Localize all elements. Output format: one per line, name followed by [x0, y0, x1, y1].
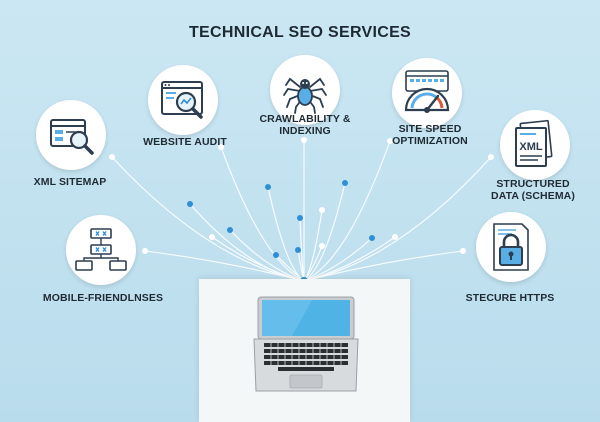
- node-dot: [265, 184, 271, 190]
- audit-magnifier-icon: [161, 81, 203, 119]
- service-secure-https-circle[interactable]: [476, 212, 546, 282]
- connector-line: [303, 182, 346, 282]
- node-dot: [297, 215, 303, 221]
- node-dot: [273, 252, 279, 258]
- service-site-speed-label: SITE SPEED OPTIMIZATION: [392, 123, 468, 147]
- connector-line: [303, 236, 396, 282]
- endpoint-dot: [301, 137, 307, 143]
- service-structured-data-circle[interactable]: XML: [500, 110, 570, 180]
- connector-line: [144, 250, 305, 282]
- spider-icon: [283, 77, 327, 114]
- connector-line: [303, 250, 464, 282]
- service-xml-sitemap-label: XML SITEMAP: [33, 176, 107, 188]
- node-dot: [342, 180, 348, 186]
- service-crawlability-circle[interactable]: [270, 55, 340, 125]
- node-dot: [369, 235, 375, 241]
- endpoint-dot: [488, 154, 494, 160]
- laptop-icon: [253, 296, 359, 392]
- connector-line: [303, 237, 373, 282]
- connector-line: [303, 156, 492, 282]
- service-site-speed-circle[interactable]: [392, 58, 462, 128]
- service-xml-sitemap-circle[interactable]: [36, 100, 106, 170]
- speedometer-icon: [404, 70, 450, 113]
- sitemap-magnifier-icon: [50, 119, 94, 155]
- service-mobile-friendliness-circle[interactable]: [66, 215, 136, 285]
- connector-line: [220, 146, 305, 282]
- service-crawlability-label: CRAWLABILITY & INDEXING: [259, 113, 351, 137]
- endpoint-dot: [218, 144, 224, 150]
- node-dot: [319, 207, 325, 213]
- node-dot: [319, 243, 325, 249]
- flowchart-icon: [75, 228, 127, 271]
- connector-line: [211, 236, 305, 282]
- padlock-icon: [493, 223, 529, 271]
- node-dot: [209, 234, 215, 240]
- endpoint-dot: [142, 248, 148, 254]
- xml-document-icon: XML: [515, 119, 553, 167]
- endpoint-dot: [460, 248, 466, 254]
- service-mobile-friendliness-label: MOBILE-FRIENDLNSES: [42, 292, 164, 304]
- node-dot: [187, 201, 193, 207]
- xml-icon-text: XML: [519, 141, 543, 153]
- connector-line: [303, 140, 391, 282]
- service-structured-data-label: STRUCTURED DATA (SCHEMA): [491, 178, 575, 202]
- page-title: TECHNICAL SEO SERVICES: [188, 24, 412, 41]
- node-dot: [392, 234, 398, 240]
- service-website-audit-circle[interactable]: [148, 65, 218, 135]
- node-dot: [295, 247, 301, 253]
- service-secure-https-label: STECURE HTTPS: [465, 292, 555, 304]
- endpoint-dot: [387, 138, 393, 144]
- endpoint-dot: [109, 154, 115, 160]
- node-dot: [227, 227, 233, 233]
- service-website-audit-label: WEBSITE AUDIT: [143, 136, 227, 148]
- connector-line: [229, 229, 305, 282]
